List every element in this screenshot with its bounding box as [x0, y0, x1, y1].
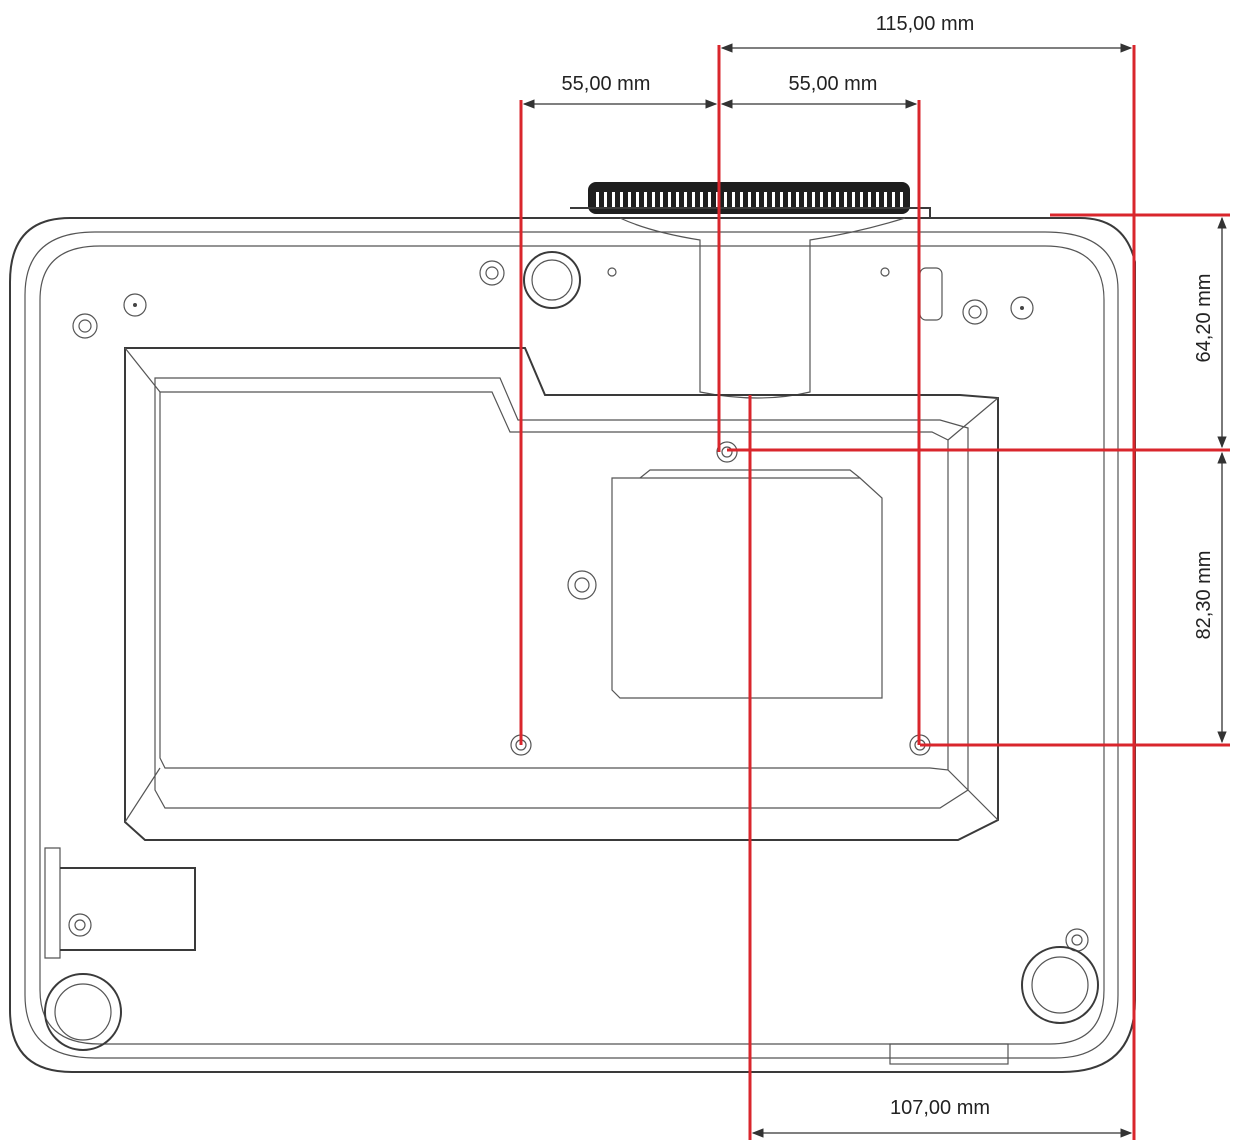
- dimension-label-top-right: 55,00 mm: [789, 73, 878, 95]
- mounting-holes: [510, 441, 931, 756]
- projector-body: [9, 217, 1136, 1073]
- lens-focus-ring: [570, 182, 931, 399]
- recessed-panel: [124, 347, 999, 841]
- adjustment-feet: [44, 251, 1099, 1051]
- screws: [68, 260, 1089, 952]
- lamp-cover: [567, 469, 883, 699]
- dimension-label-top-total: 115,00 mm: [876, 13, 975, 35]
- kensington-and-bracket: [44, 267, 1009, 1065]
- dimension-arrows: [522, 43, 1227, 1138]
- dimension-label-right-upper: 64,20 mm: [1193, 274, 1215, 363]
- dimension-label-top-left: 55,00 mm: [562, 73, 651, 95]
- dimension-label-bottom: 107,00 mm: [890, 1097, 990, 1119]
- red-reference-lines: [519, 45, 1230, 1140]
- dimension-label-right-lower: 82,30 mm: [1193, 551, 1215, 640]
